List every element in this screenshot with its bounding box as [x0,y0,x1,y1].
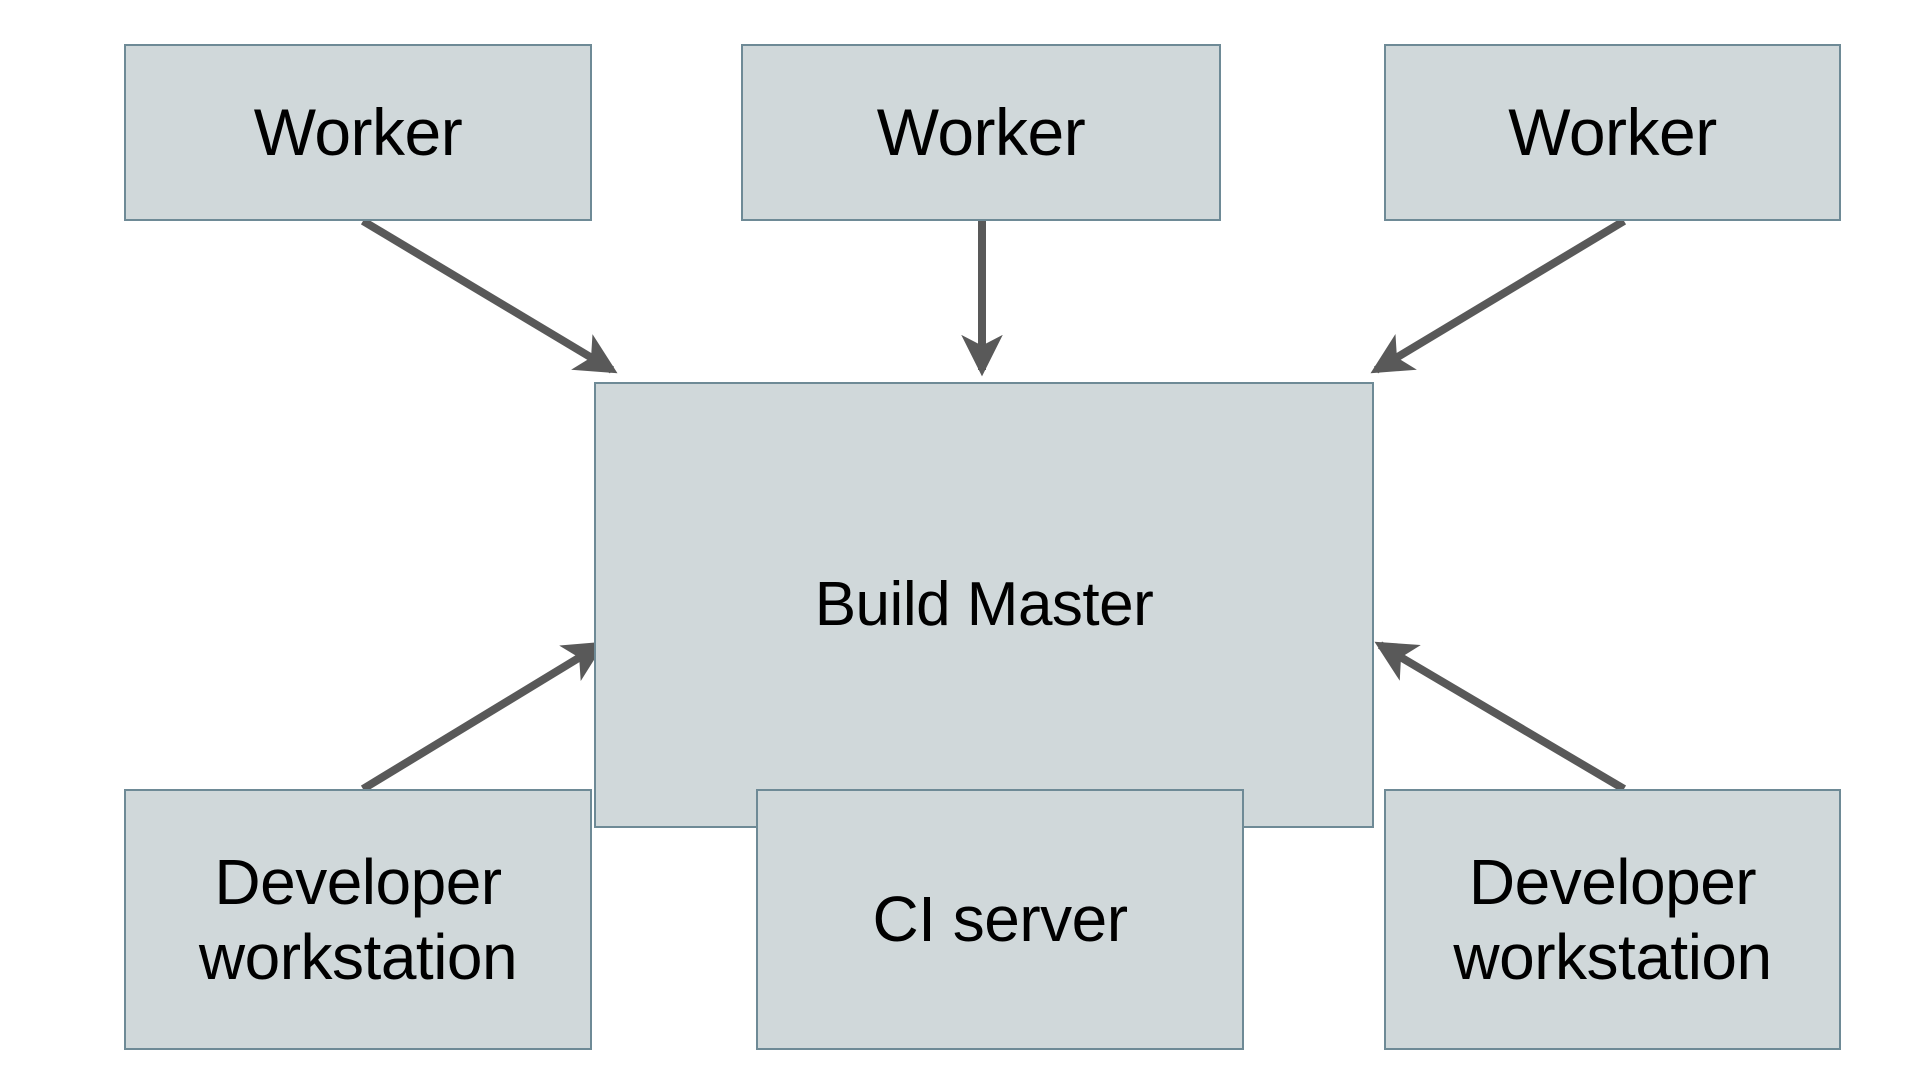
node-worker-3[interactable]: Worker [1384,44,1841,221]
edge-dev1-to-master [360,641,606,793]
edge-worker1-to-master [360,217,618,374]
node-developer-workstation-1[interactable]: Developer workstation [124,789,592,1050]
node-ci-server[interactable]: CI server [756,789,1244,1050]
node-developer-workstation-2[interactable]: Developer workstation [1384,789,1841,1050]
node-worker-2[interactable]: Worker [741,44,1221,221]
edge-dev2-to-master [1374,641,1627,793]
node-build-master[interactable]: Build Master [594,382,1374,828]
edge-worker3-to-master [1370,217,1627,374]
node-worker-1[interactable]: Worker [124,44,592,221]
